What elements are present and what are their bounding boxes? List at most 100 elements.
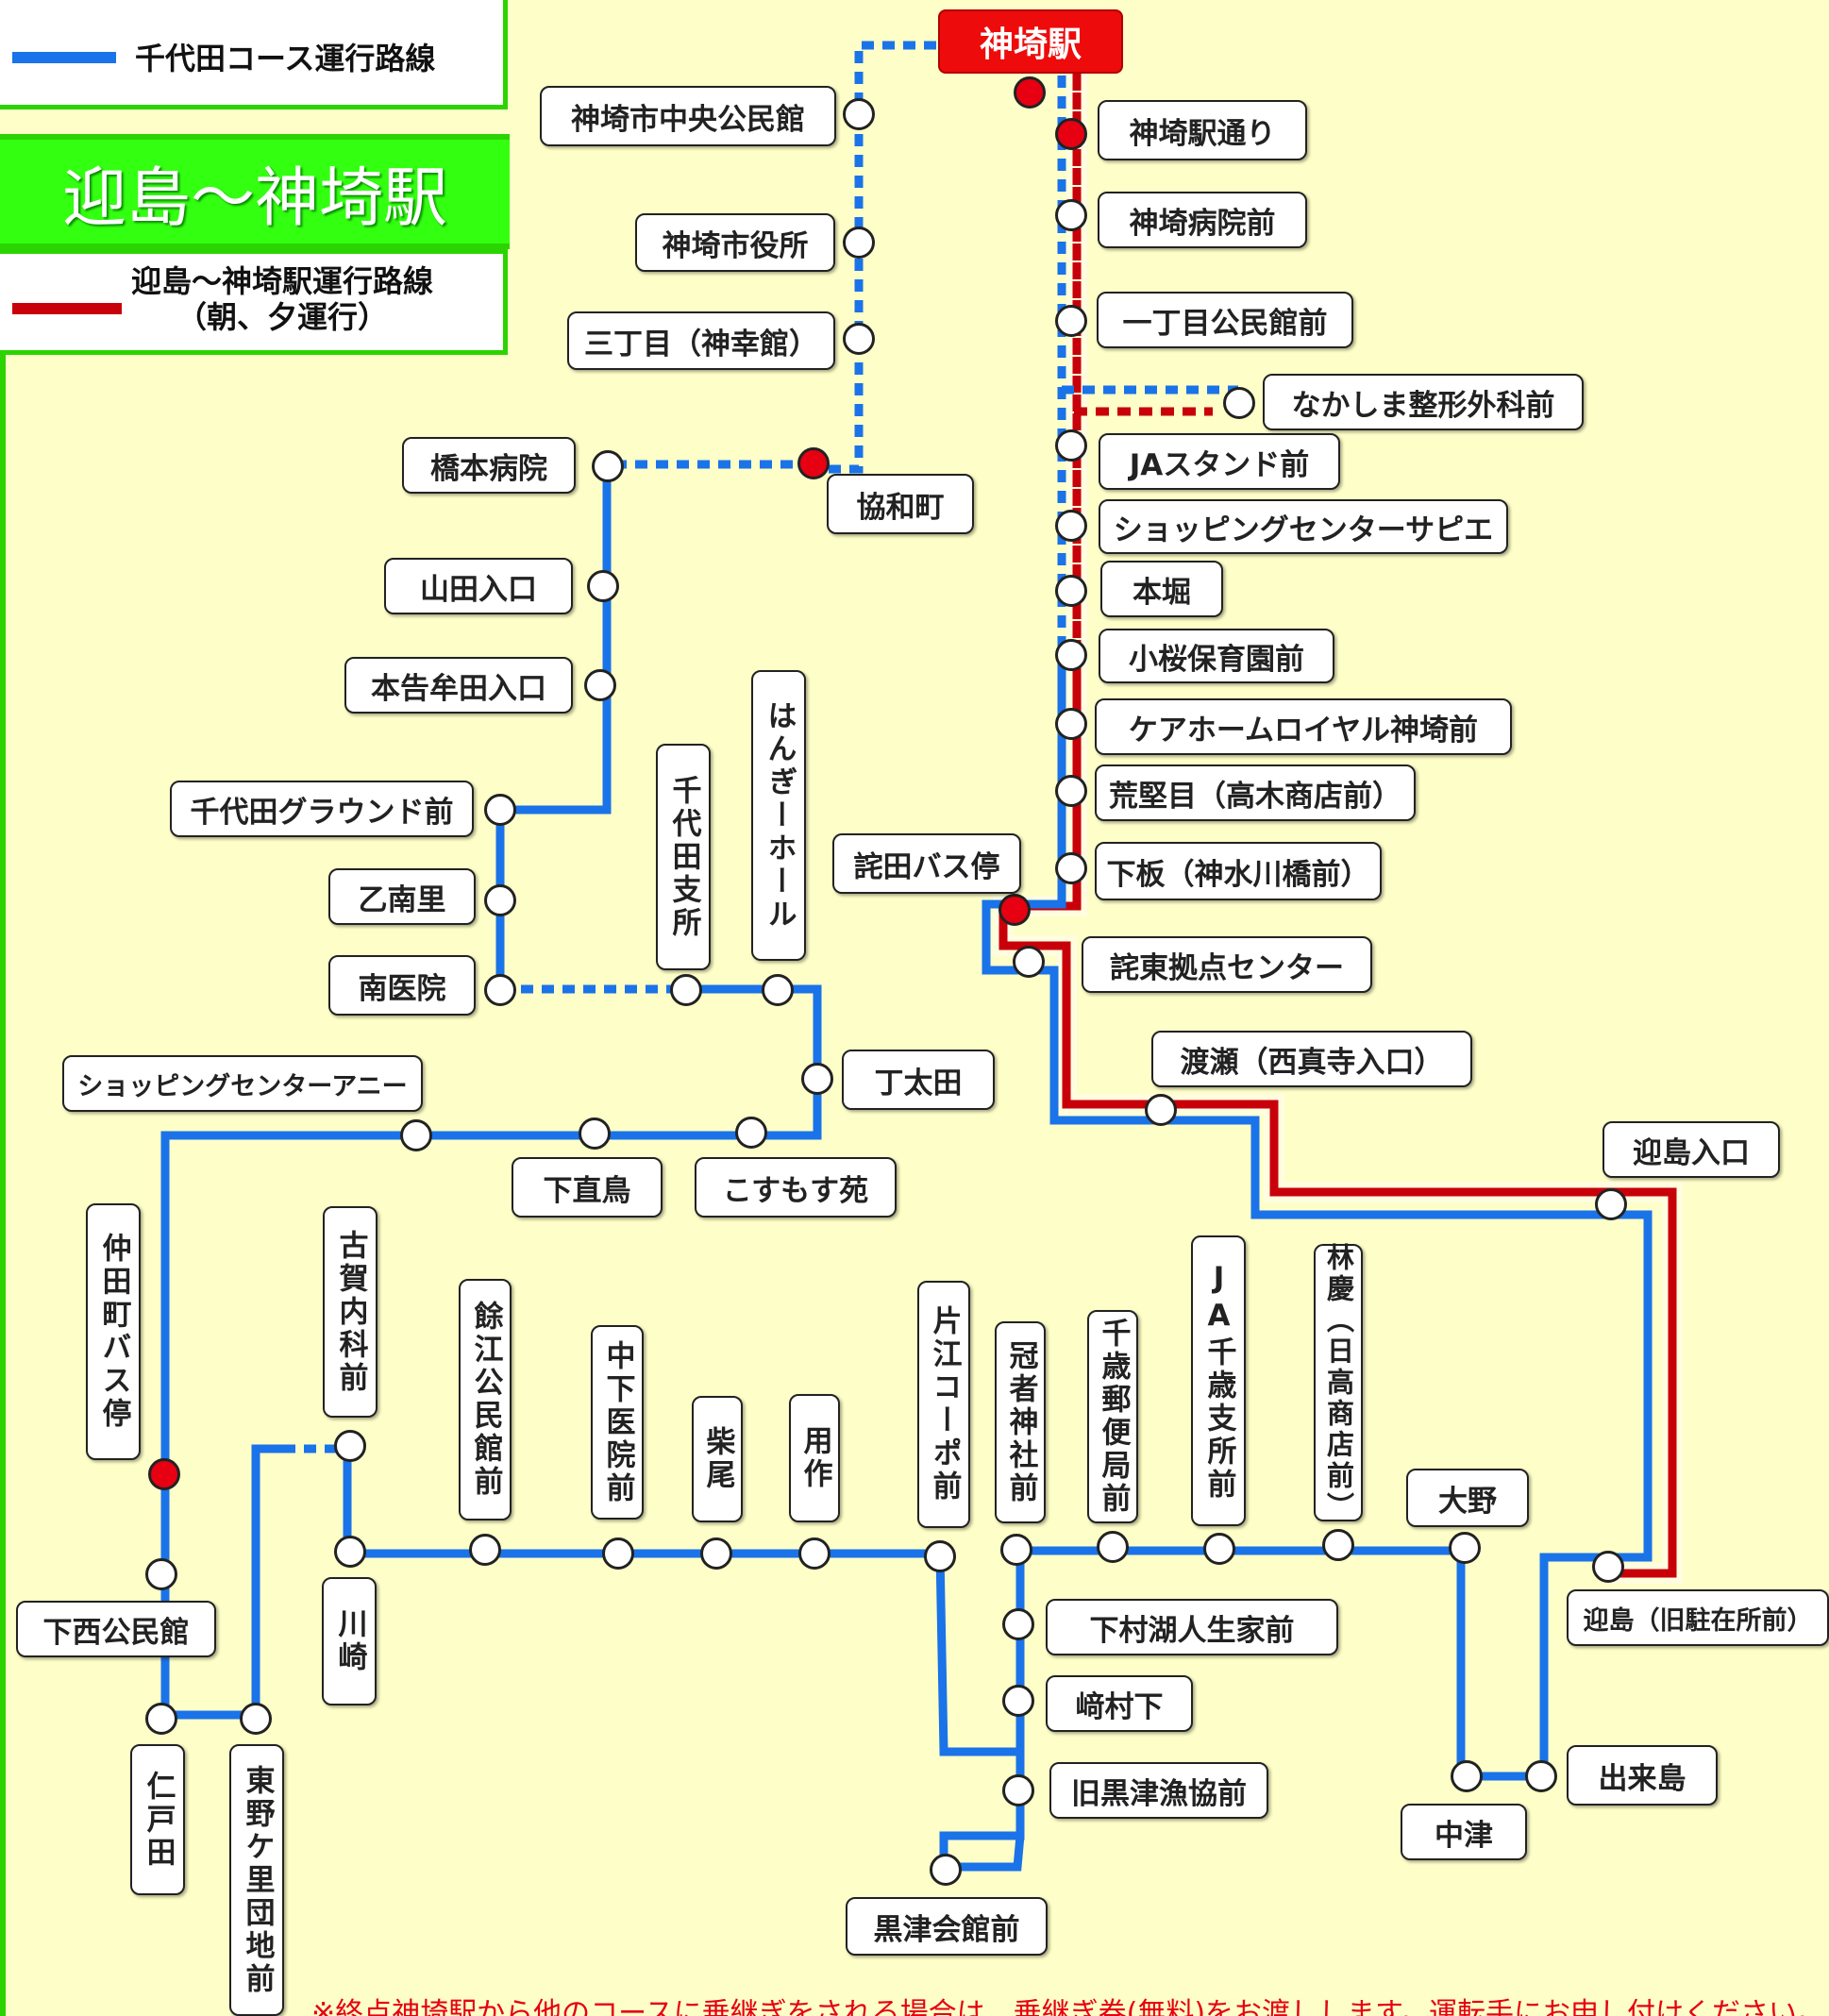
station-marker-chotaida[interactable] xyxy=(801,1063,833,1095)
station-marker-chuo-kominkan[interactable] xyxy=(843,98,875,130)
terminal-kanzaki-station[interactable]: 神埼駅 xyxy=(938,9,1123,74)
station-marker-kanmuri[interactable] xyxy=(1000,1534,1032,1566)
station-marker-otsunanri[interactable] xyxy=(484,884,516,916)
station-label-nakatsu: 中津 xyxy=(1401,1804,1527,1860)
station-marker-dekishima[interactable] xyxy=(1525,1760,1557,1792)
station-marker-itchome[interactable] xyxy=(1055,305,1087,337)
legend-red: 迎島～神埼駅運行路線 （朝、夕運行） xyxy=(0,249,508,355)
station-label-yosaku: 用作 xyxy=(789,1394,840,1522)
station-marker-care-home[interactable] xyxy=(1055,708,1087,740)
station-marker-kozakura[interactable] xyxy=(1055,639,1087,671)
route-title-band: 迎島～神埼駅 xyxy=(0,134,510,249)
station-label-kanzaki-byoin: 神埼病院前 xyxy=(1098,192,1307,248)
station-label-kurotsu-kaikan: 黒津会館前 xyxy=(846,1897,1048,1956)
station-label-takuta: 詫田バス停 xyxy=(832,833,1021,894)
station-label-care-home: ケアホームロイヤル神埼前 xyxy=(1095,698,1512,755)
station-label-kanzaki-eki-dori: 神埼駅通り xyxy=(1098,100,1307,160)
station-marker-kanzaki-byoin[interactable] xyxy=(1055,199,1087,231)
station-marker-shimoita[interactable] xyxy=(1055,852,1087,884)
station-marker-sakimura[interactable] xyxy=(1002,1685,1034,1717)
station-marker-yosaku[interactable] xyxy=(798,1537,831,1570)
station-marker-chitose-yubin[interactable] xyxy=(1097,1531,1129,1563)
station-label-chiyoda-ground: 千代田グラウンド前 xyxy=(170,781,474,837)
station-label-koga: 古賀内科前 xyxy=(323,1206,378,1418)
station-marker-ja-chitose[interactable] xyxy=(1203,1533,1235,1565)
station-marker-minami-iin[interactable] xyxy=(484,974,516,1006)
station-marker-kanzaki-eki[interactable] xyxy=(1014,76,1046,109)
station-label-takuto: 詫東拠点センター xyxy=(1082,936,1372,993)
station-label-watase: 渡瀬（西真寺入口） xyxy=(1151,1031,1472,1087)
legend-blue-swatch xyxy=(12,52,116,63)
station-marker-nakatsu[interactable] xyxy=(1451,1760,1483,1792)
station-label-nieda: 仁戸田 xyxy=(130,1744,185,1895)
station-label-hashimoto: 橋本病院 xyxy=(402,437,576,494)
station-marker-naka-shimo[interactable] xyxy=(602,1537,634,1570)
station-marker-mukaejima-iriguchi[interactable] xyxy=(1595,1188,1627,1220)
station-marker-hangi[interactable] xyxy=(762,974,794,1006)
station-marker-shiyakusho[interactable] xyxy=(843,227,875,259)
station-label-kozakura: 小桜保育園前 xyxy=(1099,629,1334,683)
station-marker-sanchome[interactable] xyxy=(843,323,875,355)
station-label-chitose-yubin: 千歳郵便局前 xyxy=(1087,1310,1138,1523)
station-marker-sc-ani[interactable] xyxy=(400,1119,432,1151)
station-label-dekishima: 出来島 xyxy=(1567,1745,1718,1806)
station-marker-watase[interactable] xyxy=(1145,1094,1177,1126)
station-label-hangi: はんぎーホール xyxy=(751,670,806,961)
station-marker-hashimoto[interactable] xyxy=(592,450,624,482)
station-marker-koga[interactable] xyxy=(334,1430,366,1462)
station-label-chotaida: 丁太田 xyxy=(842,1050,995,1110)
station-marker-nakashima[interactable] xyxy=(1223,387,1255,419)
station-label-shiyakusho: 神埼市役所 xyxy=(635,213,835,272)
station-marker-kyowamachi[interactable] xyxy=(797,447,830,479)
station-marker-ja-stand[interactable] xyxy=(1055,429,1087,462)
station-marker-sapie[interactable] xyxy=(1055,510,1087,542)
route-title: 迎島～神埼駅 xyxy=(61,160,447,236)
station-marker-ono[interactable] xyxy=(1449,1532,1481,1564)
station-marker-honkomuta[interactable] xyxy=(584,669,616,701)
station-marker-kawasaki[interactable] xyxy=(334,1536,366,1568)
station-marker-kosumosu[interactable] xyxy=(735,1117,767,1149)
station-marker-chiyoda-ground[interactable] xyxy=(484,794,516,826)
station-marker-yamada[interactable] xyxy=(587,570,619,602)
station-marker-kanzaki-eki-dori[interactable] xyxy=(1055,118,1087,150)
station-marker-rinkei[interactable] xyxy=(1322,1529,1354,1561)
station-label-shimonishi: 下西公民館 xyxy=(16,1601,216,1657)
station-marker-shimomura[interactable] xyxy=(1002,1608,1034,1640)
station-label-sakimura: 﨑村下 xyxy=(1046,1675,1193,1732)
station-marker-kurotsu-kaikan[interactable] xyxy=(930,1854,962,1886)
station-label-itchome: 一丁目公民館前 xyxy=(1097,292,1353,348)
station-marker-honbori[interactable] xyxy=(1055,575,1087,607)
station-label-ja-stand: JAスタンド前 xyxy=(1099,433,1340,490)
station-marker-mukaejima-kyu[interactable] xyxy=(1592,1551,1624,1583)
station-label-higashi-nogasato: 東野ケ里団地前 xyxy=(229,1744,284,2016)
station-label-sanchome: 三丁目（神幸館） xyxy=(567,311,835,370)
station-marker-nakatamachi[interactable] xyxy=(148,1458,180,1490)
station-label-kosumosu: こすもす苑 xyxy=(695,1157,897,1218)
station-label-shibao: 柴尾 xyxy=(692,1396,743,1522)
legend-red-swatch xyxy=(12,303,122,314)
legend-blue-text: 千代田コース運行路線 xyxy=(135,41,436,76)
station-marker-aragatame[interactable] xyxy=(1055,775,1087,807)
legend-blue: 千代田コース運行路線 xyxy=(0,0,508,109)
station-label-ono: 大野 xyxy=(1406,1469,1529,1527)
station-label-sapie: ショッピングセンターサピエ xyxy=(1099,499,1508,554)
station-marker-takuta[interactable] xyxy=(998,894,1031,926)
station-marker-takuto[interactable] xyxy=(1013,946,1045,978)
station-marker-katae[interactable] xyxy=(924,1540,956,1572)
station-marker-shimo-naoshima[interactable] xyxy=(579,1117,611,1150)
station-label-shimomura: 下村湖人生家前 xyxy=(1046,1599,1338,1655)
station-marker-shibao[interactable] xyxy=(700,1537,732,1570)
station-label-katae: 片江コーポ前 xyxy=(917,1281,970,1528)
left-border xyxy=(0,355,6,2016)
station-marker-yoe[interactable] xyxy=(469,1534,501,1566)
station-marker-nieda[interactable] xyxy=(145,1703,177,1735)
legend-red-line1: 迎島～神埼駅運行路線 xyxy=(131,263,434,299)
station-label-chuo-kominkan: 神埼市中央公民館 xyxy=(540,86,836,146)
station-marker-kyu-kurotsu[interactable] xyxy=(1002,1774,1034,1806)
transfer-note: ※終点神埼駅から他のコースに乗継ぎをされる場合は、乗継ぎ券(無料)をお渡しします… xyxy=(311,1997,1826,2016)
station-marker-higashi-nogasato[interactable] xyxy=(240,1703,272,1735)
station-label-rinkei: 林慶（日高商店前） xyxy=(1314,1243,1363,1523)
station-label-otsunanri: 乙南里 xyxy=(328,868,476,925)
station-marker-shimonishi[interactable] xyxy=(145,1558,177,1590)
station-marker-chiyoda-shisho[interactable] xyxy=(670,974,702,1006)
